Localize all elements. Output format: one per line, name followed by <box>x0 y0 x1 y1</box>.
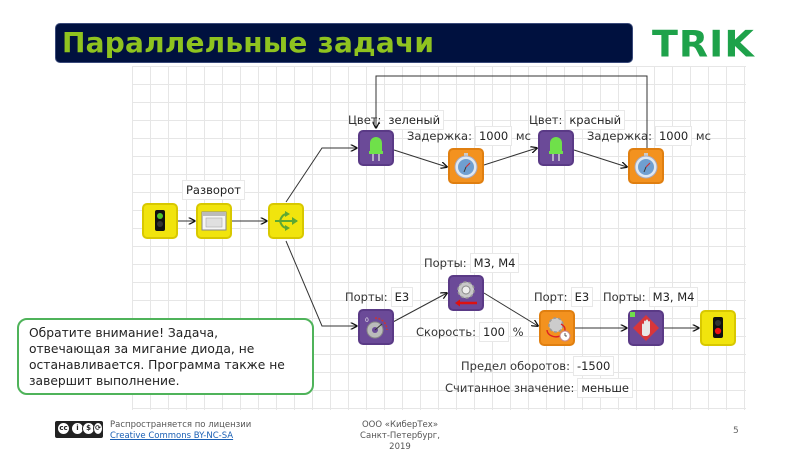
block-timer1[interactable] <box>448 148 484 184</box>
read-value-value[interactable]: меньше <box>577 378 633 398</box>
led1-color-value[interactable]: зеленый <box>384 110 445 130</box>
block-led2[interactable] <box>538 130 574 166</box>
block-encoder[interactable]: 0 <box>358 309 394 345</box>
org-location-year: Санкт-Петербург, 2019 <box>360 431 440 452</box>
cc-icon: cc <box>57 422 70 435</box>
block-wait-encoder[interactable] <box>539 310 575 346</box>
led2-param: Цвет:красный <box>529 110 626 130</box>
fork-icon <box>275 211 298 231</box>
slide-title: Параллельные задачи <box>62 26 435 59</box>
stop-motors-param: Порты:M3, M4 <box>603 287 699 307</box>
block-motors[interactable] <box>448 275 484 311</box>
turn-label: Разворот <box>182 180 245 200</box>
license-text: Распространяется по лицензии Creative Co… <box>110 420 251 442</box>
traffic-light-red-icon <box>713 317 723 338</box>
stop-motors-ports-value[interactable]: M3, M4 <box>648 287 699 307</box>
block-fork[interactable] <box>268 203 304 239</box>
timer-icon <box>634 153 658 179</box>
organization-info: ООО «КиберТех» Санкт-Петербург, 2019 <box>350 420 450 453</box>
timer2-delay-value[interactable]: 1000 <box>654 126 693 146</box>
block-start[interactable] <box>142 203 178 239</box>
revolution-limit-value[interactable]: -1500 <box>572 356 615 376</box>
cc-license-badge[interactable]: cc i $ ⟳ <box>55 421 103 438</box>
timer-icon <box>454 153 478 179</box>
encoder-param: Порты:E3 <box>345 287 414 307</box>
sa-icon: ⟳ <box>93 422 103 435</box>
motors-speed-value[interactable]: 100 <box>479 322 509 342</box>
led-icon <box>549 137 563 161</box>
encoder-port-value[interactable]: E3 <box>390 287 414 307</box>
page-number: 5 <box>733 426 739 436</box>
timer2-param: Задержка:1000 мс <box>587 126 711 146</box>
traffic-light-green-icon <box>155 210 165 231</box>
block-stop-motors[interactable] <box>628 310 664 346</box>
wait-encoder-icon <box>546 317 571 342</box>
trik-logo: TRIK <box>652 23 755 65</box>
stop-hand-icon <box>630 312 659 341</box>
led1-param: Цвет:зеленый <box>348 110 445 130</box>
motors-ports-value[interactable]: M3, M4 <box>469 253 520 273</box>
org-name: ООО «КиберТех» <box>361 420 439 430</box>
encoder-reset-icon: 0 <box>365 317 388 339</box>
wait-encoder-port-value[interactable]: E3 <box>570 287 594 307</box>
svg-text:0: 0 <box>365 317 369 324</box>
timer1-param: Задержка:1000 мс <box>407 126 531 146</box>
slide-title-bar: Параллельные задачи <box>55 23 633 63</box>
license-line: Распространяется по лицензии <box>110 420 252 430</box>
block-timer2[interactable] <box>628 148 664 184</box>
window-icon <box>201 211 227 231</box>
revolution-limit-param: Предел оборотов:-1500 <box>461 356 615 376</box>
led-icon <box>369 137 383 161</box>
block-end[interactable] <box>700 310 736 346</box>
license-link[interactable]: Creative Commons BY-NC-SA <box>110 431 234 441</box>
block-led1[interactable] <box>358 130 394 166</box>
motors-speed-param: Скорость:100 % <box>416 322 524 342</box>
motors-param: Порты:M3, M4 <box>424 253 520 273</box>
read-value-param: Считанное значение:меньше <box>445 378 633 398</box>
timer1-delay-value[interactable]: 1000 <box>474 126 513 146</box>
block-turn[interactable] <box>196 203 232 239</box>
attention-note: Обратите внимание! Задача, отвечающая за… <box>17 318 314 395</box>
motor-backward-icon <box>455 281 477 307</box>
wait-encoder-param: Порт:E3 <box>534 287 594 307</box>
led2-color-value[interactable]: красный <box>565 110 626 130</box>
